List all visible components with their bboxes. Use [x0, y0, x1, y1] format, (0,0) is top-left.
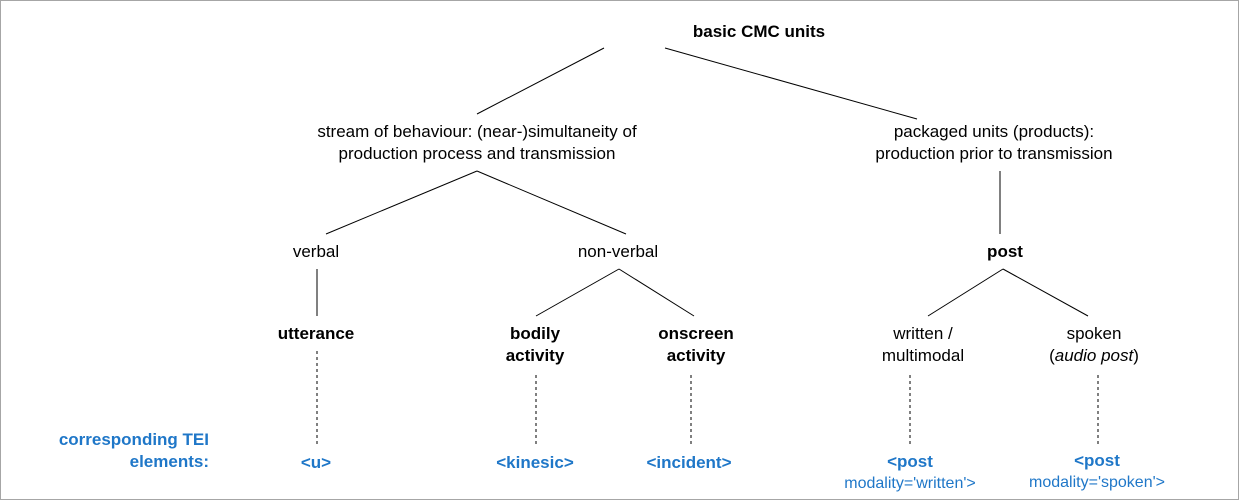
node-post-label: post	[987, 242, 1023, 261]
node-onscreen-line-1: onscreen	[658, 324, 734, 343]
node-spoken: spoken (audio post)	[1049, 323, 1139, 367]
node-bodily-line-1: bodily	[509, 324, 561, 343]
node-stream-of-behaviour: stream of behaviour: (near-)simultaneity…	[317, 121, 636, 165]
tei-post-spoken: <post modality='spoken'>	[1029, 450, 1165, 493]
node-packaged-line-2: production prior to transmission	[875, 144, 1113, 163]
tei-kinesic: <kinesic>	[496, 452, 574, 474]
node-bodily-line-2: activity	[505, 346, 565, 365]
node-post: post	[987, 241, 1023, 263]
tei-post-spoken-line-2: modality='spoken'>	[1029, 474, 1165, 491]
edge-nonverbal-bodily	[535, 268, 620, 317]
node-written-line-1: written /	[893, 324, 953, 343]
node-non-verbal: non-verbal	[578, 241, 658, 263]
tei-incident: <incident>	[646, 452, 731, 474]
node-spoken-italic: audio post	[1054, 346, 1134, 365]
tei-row-label-line-2: elements:	[129, 452, 209, 471]
node-stream-line-2: production process and transmission	[338, 144, 616, 163]
node-onscreen-activity: onscreen activity	[658, 323, 734, 367]
node-non-verbal-label: non-verbal	[577, 242, 659, 261]
node-root-label: basic CMC units	[692, 22, 826, 41]
tei-u: <u>	[301, 452, 331, 474]
edge-post-spoken	[1002, 268, 1089, 317]
tei-post-written: <post modality='written'>	[844, 451, 976, 494]
edge-root-stream	[476, 47, 605, 115]
tei-kinesic-label: <kinesic>	[496, 453, 574, 472]
edge-stream-verbal	[325, 170, 478, 235]
tei-post-written-line-1: <post	[887, 452, 933, 471]
node-written-line-2: multimodal	[881, 346, 965, 365]
node-root: basic CMC units	[693, 21, 825, 43]
node-utterance-label: utterance	[277, 324, 355, 343]
node-utterance: utterance	[278, 323, 355, 345]
edge-post-written	[927, 268, 1004, 317]
node-verbal: verbal	[293, 241, 339, 263]
node-verbal-label: verbal	[292, 242, 340, 261]
edge-root-packaged	[664, 47, 918, 120]
tei-post-spoken-line-1: <post	[1074, 451, 1120, 470]
tei-u-label: <u>	[300, 453, 332, 472]
node-packaged-units: packaged units (products): production pr…	[875, 121, 1112, 165]
node-spoken-line-1: spoken	[1066, 324, 1122, 343]
node-written-multimodal: written / multimodal	[882, 323, 964, 367]
edge-stream-nonverbal	[476, 170, 627, 235]
tei-row-label-line-1: corresponding TEI	[58, 430, 209, 449]
node-onscreen-line-2: activity	[666, 346, 726, 365]
node-bodily-activity: bodily activity	[506, 323, 565, 367]
node-packaged-line-1: packaged units (products):	[893, 122, 1095, 141]
node-spoken-line-2: (audio post)	[1049, 346, 1139, 365]
node-stream-line-1: stream of behaviour: (near-)simultaneity…	[317, 122, 637, 141]
tei-post-written-line-2: modality='written'>	[844, 475, 976, 492]
tei-row-label: corresponding TEI elements:	[59, 429, 209, 473]
tei-incident-label: <incident>	[646, 453, 732, 472]
edge-nonverbal-onscreen	[618, 268, 695, 317]
